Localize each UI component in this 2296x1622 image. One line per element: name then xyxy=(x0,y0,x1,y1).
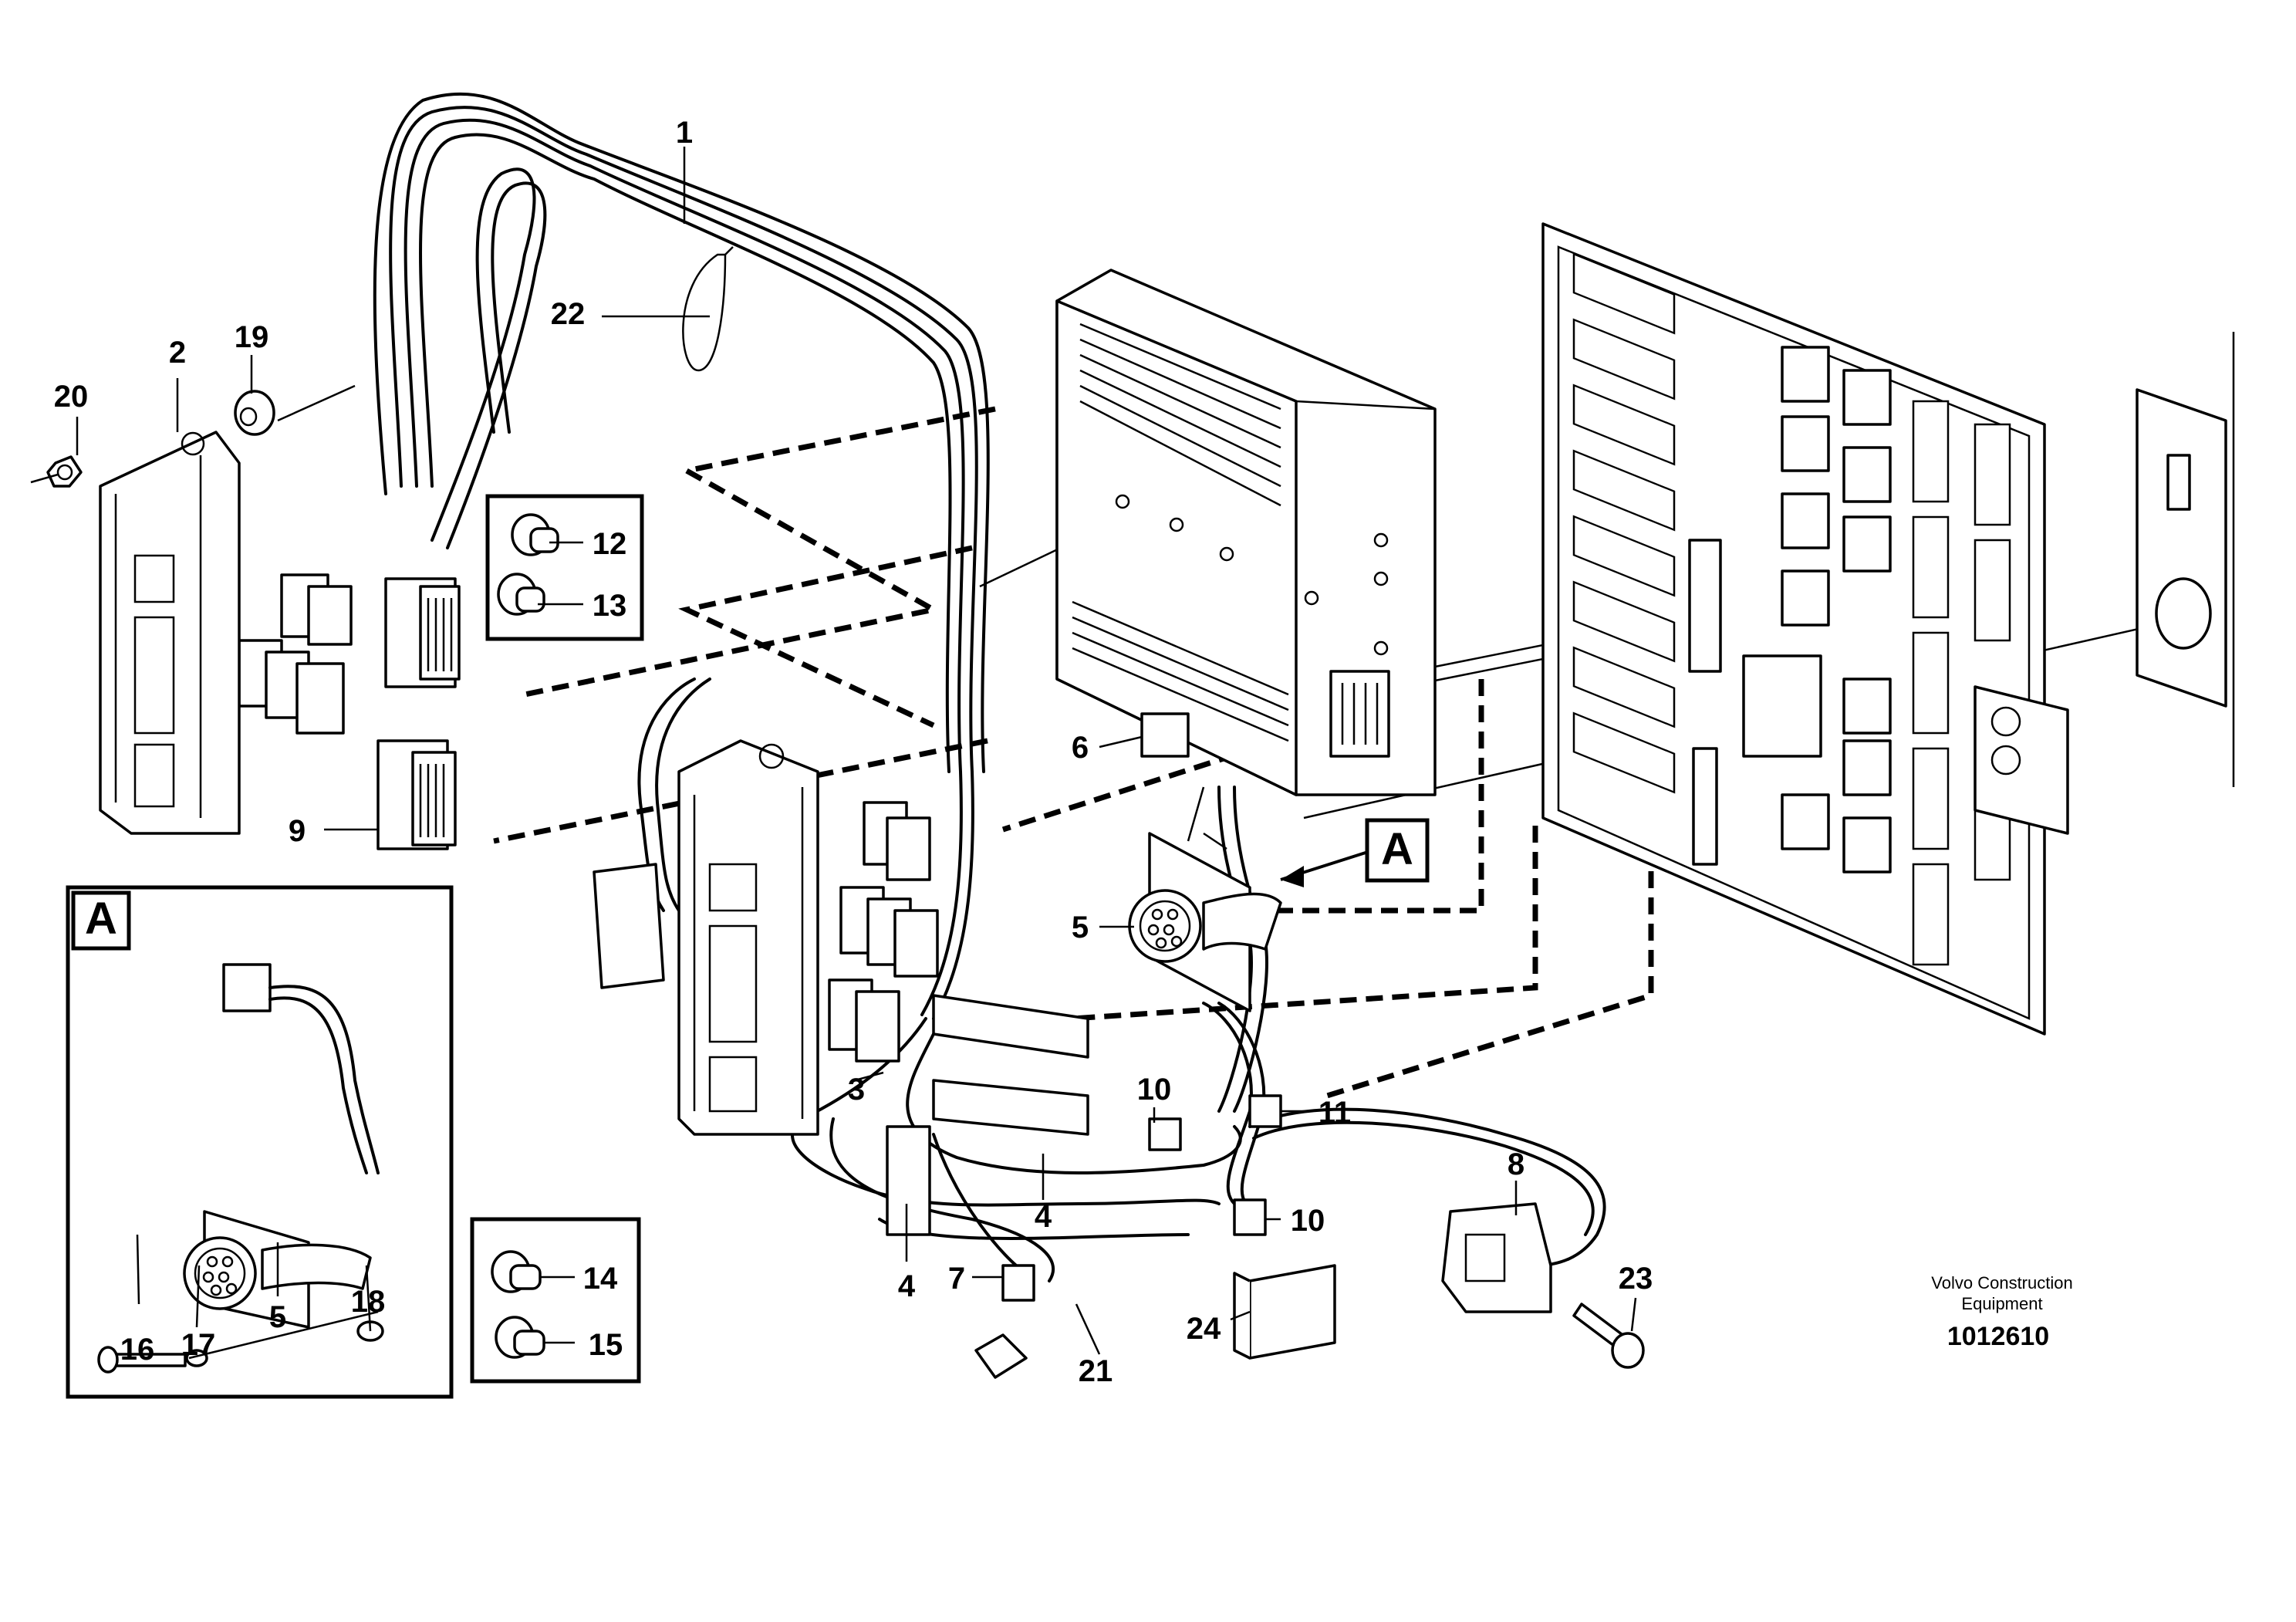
harness-connectors xyxy=(238,573,1282,1379)
screw-23 xyxy=(1572,1303,1645,1369)
callout-24: 24 xyxy=(1187,1312,1221,1346)
connector-block xyxy=(295,662,345,735)
plug-15 xyxy=(495,1316,545,1359)
callout-7: 7 xyxy=(948,1262,965,1296)
spacer-19 xyxy=(234,390,275,436)
panel-plate xyxy=(2136,332,2235,787)
connector-21-end xyxy=(974,1333,1028,1379)
callout-8: 8 xyxy=(1508,1147,1524,1181)
board-fuse-strips xyxy=(1912,400,2011,966)
callout-leaders xyxy=(30,147,1637,1355)
connector-10a xyxy=(1148,1117,1182,1151)
connector-6 xyxy=(1140,712,1190,758)
callout-1: 1 xyxy=(676,116,693,150)
connector-10b xyxy=(1233,1198,1267,1236)
callout-12: 12 xyxy=(593,527,627,561)
document-number: 1012610 xyxy=(1947,1322,2049,1351)
connector-block xyxy=(307,585,353,646)
callout-11: 11 xyxy=(1319,1096,1351,1130)
cable-tie-22 xyxy=(682,246,734,372)
callout-23: 23 xyxy=(1619,1262,1653,1296)
detail-a-marker-box xyxy=(71,890,131,951)
detail-a-marker: A xyxy=(85,894,117,944)
connector-11 xyxy=(1248,1094,1282,1128)
callout-9: 9 xyxy=(289,814,306,848)
callout-13: 13 xyxy=(593,589,627,623)
callout-20: 20 xyxy=(54,380,89,414)
parts-box-14-15 xyxy=(470,1217,641,1384)
callout-18: 18 xyxy=(351,1285,386,1319)
callout-6: 6 xyxy=(1072,731,1089,765)
callout-4-harness: 4 xyxy=(1035,1200,1052,1234)
callout-21: 21 xyxy=(1079,1354,1113,1388)
board-pin-header-lower xyxy=(1692,747,1718,866)
manufacturer-credit-line1: Volvo Construction xyxy=(1931,1273,2072,1293)
detail-a-panel xyxy=(66,885,454,1399)
connector-7 xyxy=(1001,1264,1035,1302)
callout-5: 5 xyxy=(1072,911,1089,944)
relay-holder-8 xyxy=(1441,1202,1552,1313)
callout-10-upper: 10 xyxy=(1137,1073,1172,1107)
callout-numbers: 1 2 3 4 4 5 5 6 7 8 9 10 10 11 12 13 14 … xyxy=(54,116,1653,1388)
long-connector xyxy=(886,1125,931,1236)
callout-16: 16 xyxy=(120,1333,155,1367)
parts-box-12-13 xyxy=(485,494,644,641)
manufacturer-credit-line2: Equipment xyxy=(1961,1294,2042,1313)
detail-a-assembly xyxy=(97,963,384,1374)
side-connector xyxy=(593,863,665,989)
callout-15: 15 xyxy=(589,1328,623,1362)
board-edge-connectors xyxy=(1572,252,1676,794)
callout-4-connector: 4 xyxy=(898,1269,916,1303)
plug-14 xyxy=(491,1250,542,1293)
circuit-board xyxy=(1541,222,2069,1036)
round-connector-assembly xyxy=(1128,832,1282,1012)
callout-5-detail: 5 xyxy=(269,1300,286,1334)
wiring-harness xyxy=(373,92,1606,1282)
center-bracket xyxy=(677,739,819,1136)
callout-2: 2 xyxy=(169,336,186,370)
electronic-control-unit xyxy=(1055,269,1437,796)
nut-20 xyxy=(46,455,83,488)
board-relays xyxy=(1781,346,1892,874)
callout-14: 14 xyxy=(583,1262,618,1296)
relay-24 xyxy=(1233,1264,1336,1360)
board-pin-header xyxy=(1688,539,1722,673)
detail-a-reference-label: A xyxy=(1381,824,1413,874)
callout-19: 19 xyxy=(235,320,269,354)
callout-10-lower: 10 xyxy=(1291,1204,1325,1238)
dashed-connection-lines xyxy=(493,406,1654,1099)
callout-17: 17 xyxy=(181,1328,216,1362)
plug-12 xyxy=(511,513,559,556)
board-module xyxy=(1742,654,1822,758)
mounting-bracket-plate xyxy=(1974,685,2069,835)
left-bracket xyxy=(99,431,241,835)
plug-13 xyxy=(497,573,545,616)
callout-3: 3 xyxy=(848,1073,865,1107)
callout-22: 22 xyxy=(551,297,586,331)
detail-a-reference-box xyxy=(1365,818,1430,883)
